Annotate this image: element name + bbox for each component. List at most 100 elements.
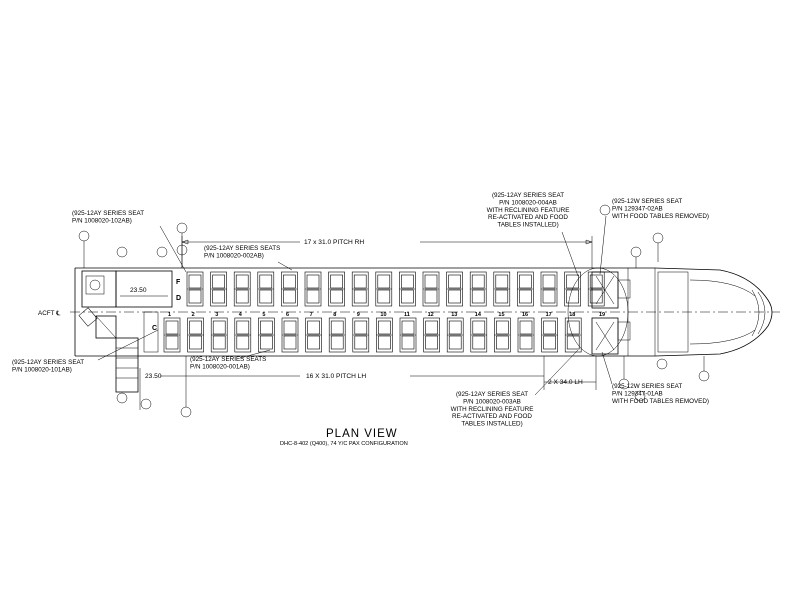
seat-left-row-4	[234, 317, 252, 353]
callout-line: (925-12AY SERIES SEAT	[456, 391, 528, 398]
forward-lavatory: 23.50	[81, 270, 173, 308]
row-number: 5	[262, 312, 265, 318]
seat-left-row-12	[423, 317, 440, 353]
seat-right-row-8	[328, 271, 345, 307]
callout-line: (925-12AY SERIES SEAT	[492, 192, 564, 199]
callout-line: RE-ACTIVATED AND FOOD	[488, 214, 568, 221]
row-number: 8	[333, 312, 336, 318]
row-number: 13	[451, 312, 457, 318]
callout-line: (925-12AY SERIES SEATS	[204, 245, 280, 252]
lavatory-dimension: 23.50	[130, 287, 147, 294]
row-number: 9	[357, 312, 360, 318]
drawing-subtitle: DHC-8-402 (Q400), 74 Y/C PAX CONFIGURATI…	[280, 441, 408, 447]
dimension-upper-label: 17 x 31.0 PITCH RH	[304, 239, 364, 246]
row-number: 14	[475, 312, 482, 318]
seat-left-row-11	[399, 317, 417, 353]
callout-line: P/N 1008020-101AB)	[12, 366, 72, 373]
seat-right-row-5	[257, 271, 275, 307]
row-number: 15	[498, 312, 504, 318]
callout-line: (925-12AY SERIES SEAT	[12, 359, 84, 366]
seat-left-row-13	[446, 317, 464, 353]
callout-line: WITH RECLINING FEATURE	[451, 406, 534, 413]
dimension-lower-aft-label: 2 X 34.0 LH	[548, 379, 583, 386]
row-number: 12	[428, 312, 434, 318]
aft-galley-seats	[567, 267, 631, 357]
seat-left-row-8	[328, 317, 346, 353]
callout-line: WITH FOOD TABLES REMOVED)	[612, 213, 709, 220]
seat-right-row-17	[540, 271, 558, 307]
row-number: 6	[286, 312, 289, 318]
row-number: 16	[522, 312, 528, 318]
seat-left-row-16	[517, 317, 535, 353]
row-number: 2	[192, 312, 195, 318]
callout-line: P/N 129347-01AB	[612, 390, 663, 397]
seat-right-row-3	[210, 271, 227, 307]
seat-rows-right-side	[186, 271, 605, 307]
seat-right-row-6	[281, 271, 298, 307]
callout-line: (925-12AY SERIES SEATS	[190, 356, 266, 363]
seat-right-row-14	[469, 271, 487, 307]
row-number: 11	[404, 312, 410, 318]
row-number: 1	[168, 312, 171, 318]
callout-line: TABLES INSTALLED)	[461, 421, 522, 428]
callout-line: P/N 129347-02AB	[612, 205, 663, 212]
callout-line: (925-12AY SERIES SEAT	[72, 210, 144, 217]
row-number: 17	[546, 312, 552, 318]
callout-line: P/N 1008020-002AB)	[204, 252, 264, 259]
centerline-label: ACFT ℄	[38, 310, 60, 317]
callout-line: P/N 1008020-004AB	[499, 199, 557, 206]
row-number: 18	[569, 312, 575, 318]
seat-right-row-4	[233, 271, 251, 307]
row-number: 19	[599, 312, 605, 318]
reference-tags	[78, 204, 710, 418]
callout-line: TABLES INSTALLED)	[497, 222, 558, 229]
callout-line: WITH FOOD TABLES REMOVED)	[612, 398, 709, 405]
dimension-lower: 16 X 31.0 PITCH LH 2 X 34.0 LH	[160, 356, 597, 390]
seat-left-row-5	[258, 317, 275, 353]
callout-line: P/N 1008020-001AB)	[190, 363, 250, 370]
callout-line: P/N 1008020-003AB	[463, 398, 521, 405]
seat-left-row-1	[163, 317, 181, 353]
dimension-lower-label: 16 X 31.0 PITCH LH	[306, 373, 366, 380]
row-number: 4	[239, 312, 243, 318]
seat-right-row-12	[422, 271, 440, 307]
callout-line: (925-12W SERIES SEAT	[612, 383, 682, 390]
seat-right-row-2	[186, 271, 204, 307]
seat-left-row-3	[210, 317, 228, 353]
row-number: 3	[215, 312, 218, 318]
seat-right-row-16	[517, 271, 534, 307]
callout-line: (925-12W SERIES SEAT	[612, 198, 682, 205]
seat-left-row-17	[541, 317, 558, 353]
seat-left-row-7	[305, 317, 322, 353]
seat-right-row-15	[493, 271, 511, 307]
callout-line: RE-ACTIVATED AND FOOD	[452, 413, 532, 420]
seat-left-row-10	[376, 317, 393, 353]
row-number: 10	[380, 312, 386, 318]
entry-stair: 23.50	[78, 307, 162, 410]
seat-right-row-10	[375, 271, 393, 307]
dimension-upper: 17 x 31.0 PITCH RH	[181, 236, 593, 268]
door-label-d: D	[176, 295, 181, 302]
drawing-title: PLAN VIEW	[326, 428, 398, 440]
seat-left-row-6	[281, 317, 299, 353]
callout-line: P/N 1008020-102AB)	[72, 217, 132, 224]
door-label-c: C	[152, 325, 157, 332]
callout-leaders	[97, 215, 613, 396]
seat-left-row-9	[352, 317, 370, 353]
seat-rows-left-side	[163, 317, 582, 353]
seat-right-row-19	[587, 271, 605, 307]
door-label-f: F	[176, 279, 181, 286]
callout-line: WITH RECLINING FEATURE	[487, 207, 570, 214]
